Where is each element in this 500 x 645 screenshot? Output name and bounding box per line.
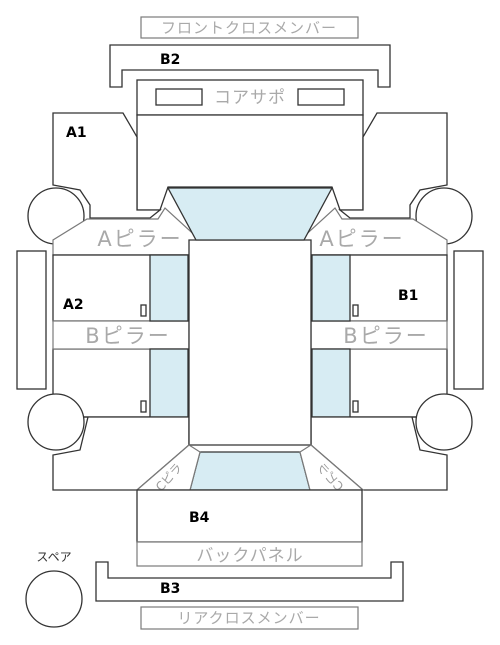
rear-cross-member-label: リアクロスメンバー (177, 609, 320, 627)
headlight-right (297, 88, 345, 106)
zone-b2-label: B2 (160, 52, 180, 68)
b-pillar-right-band (310, 320, 448, 350)
a-pillar-left-label: Aピラー (97, 227, 182, 251)
b2-bracket (109, 44, 391, 88)
zone-b3-label: B3 (160, 581, 180, 597)
zone-a2-label: A2 (63, 297, 84, 313)
right-rear-window (311, 348, 351, 418)
right-rear-door-handle (352, 400, 359, 413)
rear-cross-member-box (140, 606, 359, 630)
back-panel-box (136, 541, 363, 567)
left-front-window (149, 254, 189, 322)
zone-a1-label: A1 (66, 125, 87, 141)
left-front-fender (52, 112, 162, 219)
front-cross-member-label: フロントクロスメンバー (161, 19, 337, 37)
left-rear-door-handle (140, 400, 147, 413)
zone-b1-label: B1 (398, 288, 418, 304)
trunk-lid (136, 489, 363, 543)
headlight-left (155, 88, 203, 106)
left-side-sill (16, 250, 47, 390)
left-rear-window (149, 348, 189, 418)
front-cross-member-box (140, 16, 359, 39)
b-pillar-left-band (52, 320, 190, 350)
right-front-fender (338, 112, 448, 219)
right-side-sill (453, 250, 484, 390)
spare-tire (25, 570, 83, 628)
b3-bracket (95, 561, 404, 602)
left-front-door-handle (140, 304, 147, 317)
roof-panel (188, 239, 312, 446)
a-pillar-right-label: Aピラー (319, 227, 404, 251)
zone-b4-label: B4 (189, 510, 210, 526)
right-front-door-handle (352, 304, 359, 317)
rear-right-wheel (415, 393, 473, 451)
b-pillar-left-label: Bピラー (85, 324, 170, 348)
spare-label: スペア (36, 550, 71, 564)
right-front-window (311, 254, 351, 322)
front-windshield (166, 187, 334, 241)
back-panel-label: バックパネル (196, 546, 303, 566)
b-pillar-right-label: Bピラー (343, 324, 428, 348)
rear-left-wheel (27, 393, 85, 451)
core-support-label: コアサポ (214, 88, 286, 108)
rear-windshield (189, 451, 311, 491)
